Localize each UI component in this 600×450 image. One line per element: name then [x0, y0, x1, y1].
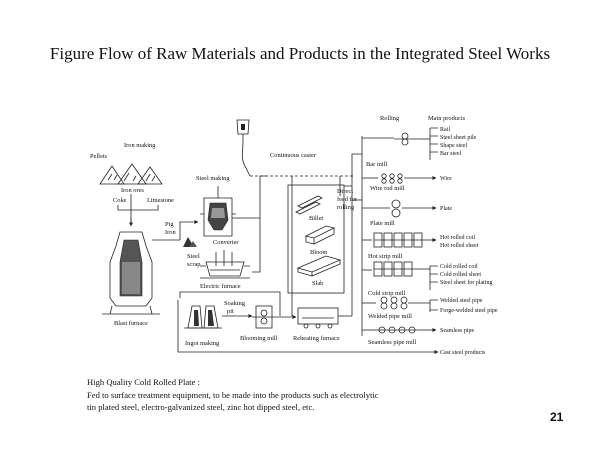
label-soaking: Soaking	[224, 300, 246, 307]
seamless-pipe-mill-icon	[376, 326, 420, 334]
label-blast-furnace: Blast furnace	[114, 320, 148, 327]
product-forge-welded-steel-pipe: Forge-welded steel pipe	[440, 308, 498, 314]
product-hot-rolled-sheet: Hot rolled sheet	[440, 243, 479, 249]
label-continuous-caster: Continuous caster	[270, 152, 317, 159]
products-list: Rail Steel sheet pile Shape steel Bar st…	[440, 127, 498, 356]
ladle-icon	[236, 119, 251, 177]
product-steel-sheet-for-plating: Steel sheet for plating	[440, 279, 493, 286]
label-iron: Iron	[165, 229, 176, 236]
label-converter: Converter	[213, 239, 239, 246]
product-cold-rolled-coil: Cold rolled coil	[440, 264, 478, 270]
label-hot-strip-mill: Hot strip mill	[368, 253, 403, 260]
label-pig: Pig	[165, 221, 174, 228]
reheating-furnace-icon	[297, 307, 339, 329]
product-cast-steel-products: Cast steel products	[440, 350, 486, 356]
ore-piles-icon	[99, 163, 163, 185]
label-rolling-feed: rolling	[337, 204, 355, 211]
label-steel-making: Steel making	[196, 175, 230, 182]
label-direct: Direct	[337, 188, 353, 195]
product-cold-rolled-sheet: Cold rolled sheet	[440, 272, 481, 278]
label-seamless-pipe-mill: Seamless pipe mill	[368, 339, 417, 346]
label-scrap: scrap	[187, 261, 200, 268]
label-iron-ores: Iron ores	[121, 187, 144, 194]
label-coke: Coke	[113, 197, 127, 204]
welded-pipe-mill-icon	[380, 296, 408, 310]
label-wire-rod-mill: Wire rod mill	[370, 185, 405, 192]
blooming-mill-icon	[252, 305, 276, 329]
page-number: 21	[550, 410, 564, 424]
bloom-icon	[304, 225, 336, 245]
slab-icon	[296, 255, 342, 277]
label-pit: pit	[227, 308, 234, 315]
label-cold-strip-mill: Cold strip mill	[368, 290, 406, 297]
note-heading: High Quality Cold Rolled Plate :	[87, 377, 200, 387]
label-billet: Billet	[309, 215, 323, 222]
cold-strip-mill-icon	[373, 261, 416, 277]
pig-iron-flow-line	[152, 220, 199, 241]
label-plate-mill: Plate mill	[370, 220, 395, 227]
label-blooming-mill: Blooming mill	[240, 335, 278, 342]
label-pellets: Pellets	[90, 153, 108, 160]
bar-mill-icon	[394, 132, 420, 146]
product-hot-rolled-coil: Hot rolled coil	[440, 235, 475, 241]
label-ingot-making: Ingot making	[185, 340, 220, 347]
label-bar-mill: Bar mill	[366, 161, 387, 168]
label-reheating-furnace: Reheating furnace	[293, 335, 340, 342]
product-plate: Plate	[440, 206, 452, 212]
product-bar-steel: Bar steel	[440, 151, 461, 157]
converter-icon	[200, 186, 236, 237]
label-welded-pipe-mill: Welded pipe mill	[368, 313, 412, 320]
ingot-mold-icon	[184, 305, 222, 329]
hot-strip-mill-icon	[373, 232, 424, 248]
label-rolling: Rolling	[380, 115, 400, 122]
product-shape-steel: Shape steel	[440, 143, 467, 149]
steel-output-line	[232, 175, 268, 273]
product-seamless-pipe: Seamless pipe	[440, 328, 474, 334]
wire-rod-mill-icon	[381, 173, 403, 184]
scrap-pile-icon	[183, 237, 197, 247]
blast-furnace-icon	[102, 231, 160, 315]
label-slab: Slab	[312, 280, 323, 287]
note-line-1: Fed to surface treatment equipment, to b…	[87, 389, 379, 400]
note-line-2: tin plated steel, electro-galvanized ste…	[87, 402, 315, 412]
label-feed-for: feed for	[337, 196, 358, 203]
electric-furnace-icon	[200, 250, 250, 279]
label-electric-furnace: Electric furnace	[200, 283, 241, 290]
slide-title: Figure Flow of Raw Materials and Product…	[49, 44, 551, 63]
product-welded-steel-pipe: Welded steel pipe	[440, 298, 483, 304]
label-limestone: Limestone	[147, 197, 174, 204]
label-bloom: Bloom	[310, 249, 327, 256]
product-wire: Wire	[440, 176, 452, 182]
label-steel: Steel	[187, 253, 200, 260]
semi-finished-box	[287, 184, 345, 294]
product-steel-sheet-pile: Steel sheet pile	[440, 135, 477, 141]
cold-rolled-plate-note: High Quality Cold Rolled Plate : Fed to …	[87, 376, 507, 414]
product-rail: Rail	[440, 127, 450, 133]
label-main-products: Main products	[428, 115, 466, 122]
billet-icon	[295, 195, 323, 215]
ingot-feed-line	[179, 291, 281, 316]
plate-mill-icon	[391, 199, 401, 218]
label-iron-making: Iron making	[124, 142, 156, 149]
